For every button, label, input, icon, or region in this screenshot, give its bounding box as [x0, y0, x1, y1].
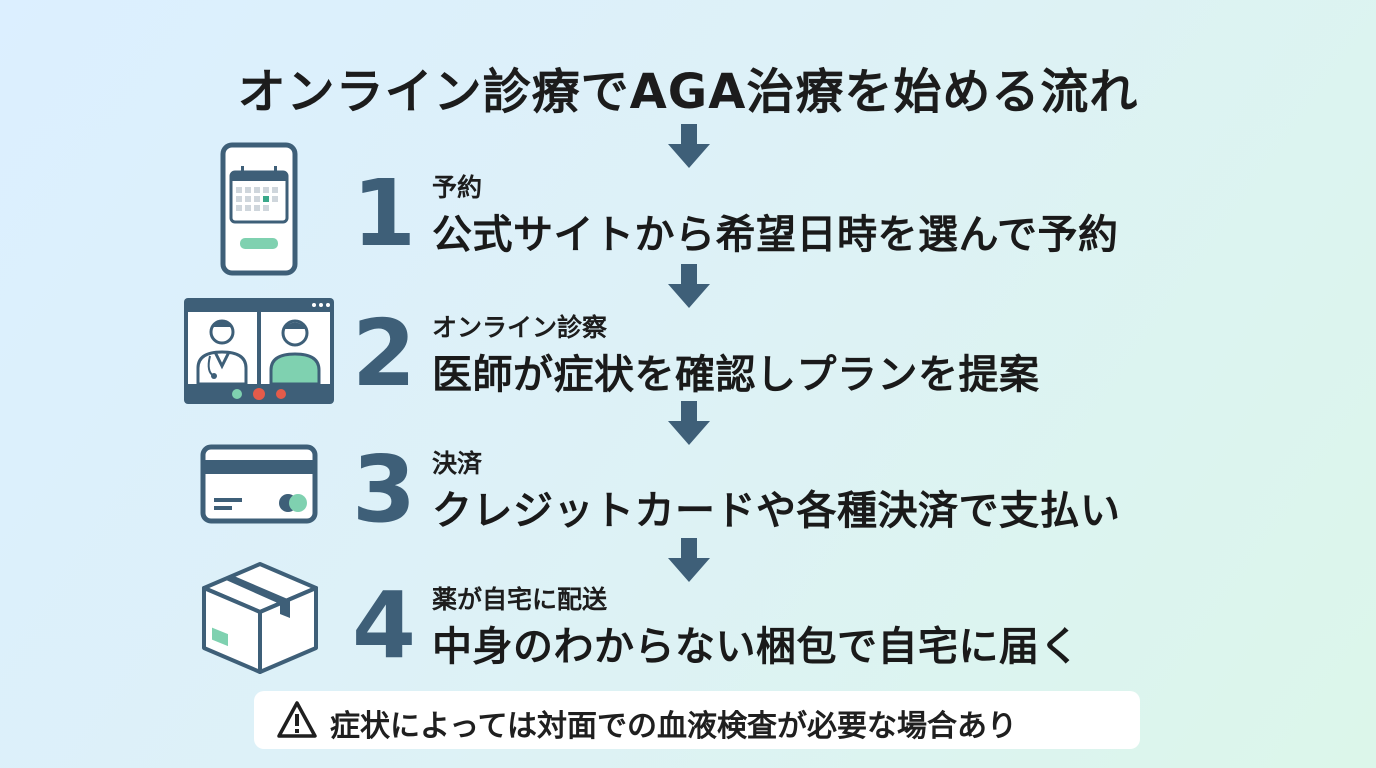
step-heading: 決済 [432, 449, 483, 478]
notice-text: 症状によっては対面での血液検査が必要な場合あり [330, 709, 1017, 744]
step-3: 3 決済 クレジットカードや各種決済で支払い [0, 444, 1376, 564]
arrow-down-icon [666, 538, 712, 584]
video-call-icon [182, 296, 336, 406]
step-number: 3 [352, 436, 417, 543]
step-heading: 薬が自宅に配送 [432, 585, 608, 614]
arrow-down-icon [666, 401, 712, 447]
notice-box: 症状によっては対面での血液検査が必要な場合あり [254, 691, 1140, 749]
step-heading: オンライン診察 [432, 313, 608, 342]
step-number: 4 [352, 572, 417, 679]
arrow-down-icon [666, 124, 712, 170]
credit-card-icon [200, 444, 318, 524]
step-number: 1 [352, 160, 417, 267]
step-description: 公式サイトから希望日時を選んで予約 [432, 212, 1119, 258]
step-number: 2 [352, 300, 417, 407]
step-1: 1 予約 公式サイトから希望日時を選んで予約 [0, 142, 1376, 288]
step-description: 医師が症状を確認しプランを提案 [432, 352, 1040, 398]
step-2: 2 オンライン診察 医師が症状を確認しプランを提案 [0, 298, 1376, 428]
package-box-icon [198, 558, 322, 676]
step-description: 中身のわからない梱包で自宅に届く [432, 624, 1080, 670]
smartphone-calendar-icon [220, 142, 298, 276]
arrow-down-icon [666, 264, 712, 310]
step-4: 4 薬が自宅に配送 中身のわからない梱包で自宅に届く [0, 562, 1376, 700]
step-heading: 予約 [432, 173, 483, 202]
step-description: クレジットカードや各種決済で支払い [432, 488, 1121, 534]
warning-icon [276, 700, 318, 740]
page-title: オンライン診療でAGA治療を始める流れ [237, 64, 1139, 120]
